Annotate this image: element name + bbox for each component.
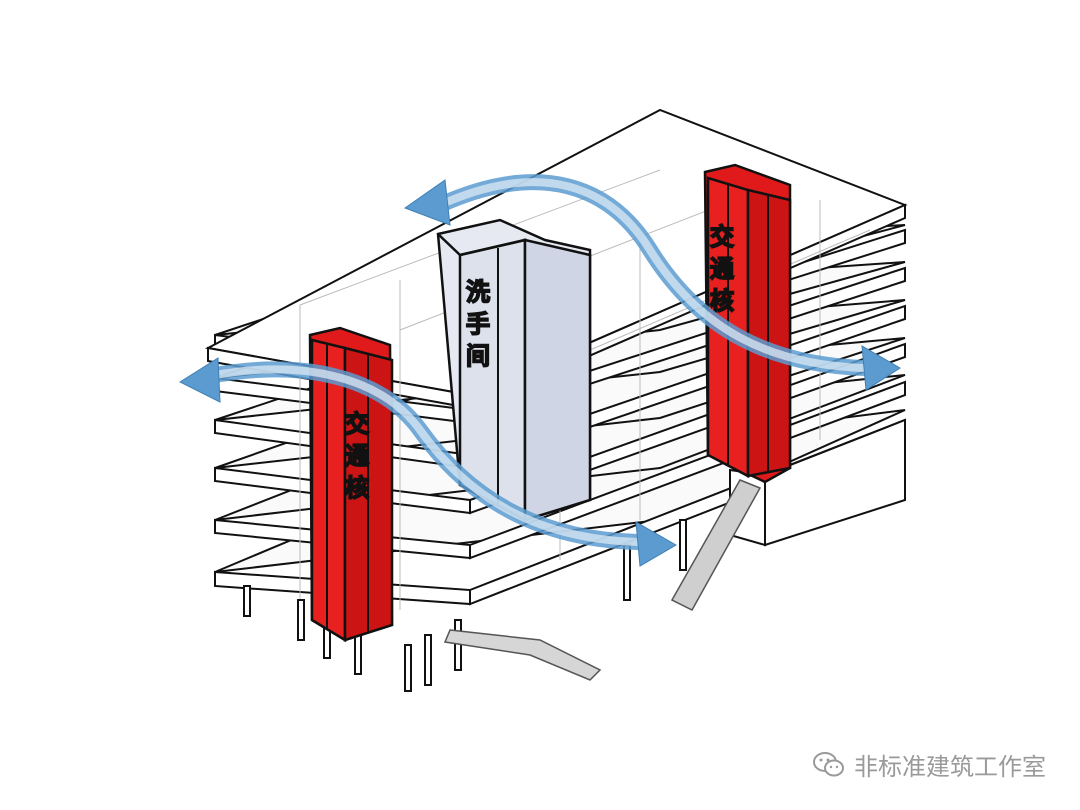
watermark-text: 非标准建筑工作室 [854, 753, 1046, 781]
core-right-label-1: 交 [710, 223, 734, 251]
core-right-label-2: 通 [710, 255, 734, 283]
restroom-label-3: 间 [466, 342, 490, 370]
circulation-core-right: 交 通 核 [703, 163, 792, 484]
restroom-label-2: 手 [466, 310, 490, 338]
flow-arrow-upper [403, 174, 901, 391]
core-left-label-1: 交 [345, 410, 369, 438]
circulation-core-left: 交 通 核 [308, 326, 394, 643]
core-right-label-3: 核 [710, 287, 734, 315]
core-left-label-3: 核 [345, 474, 369, 502]
arrowhead-lower-right [635, 521, 677, 567]
restroom-core: 洗 手 间 [436, 218, 592, 523]
flow-arrow-lower [178, 357, 677, 567]
arrowhead-lower-left [178, 357, 221, 403]
watermark: 非标准建筑工作室 [812, 747, 1046, 782]
restroom-label-1: 洗 [466, 278, 490, 306]
arrowhead-upper-right [861, 345, 901, 391]
wechat-icon [813, 751, 844, 776]
exterior-stair-right [670, 479, 762, 611]
exterior-stair-bottom [443, 629, 602, 681]
columns [243, 519, 687, 692]
core-left-label-2: 通 [345, 442, 369, 470]
arrowhead-upper-left [403, 179, 451, 226]
